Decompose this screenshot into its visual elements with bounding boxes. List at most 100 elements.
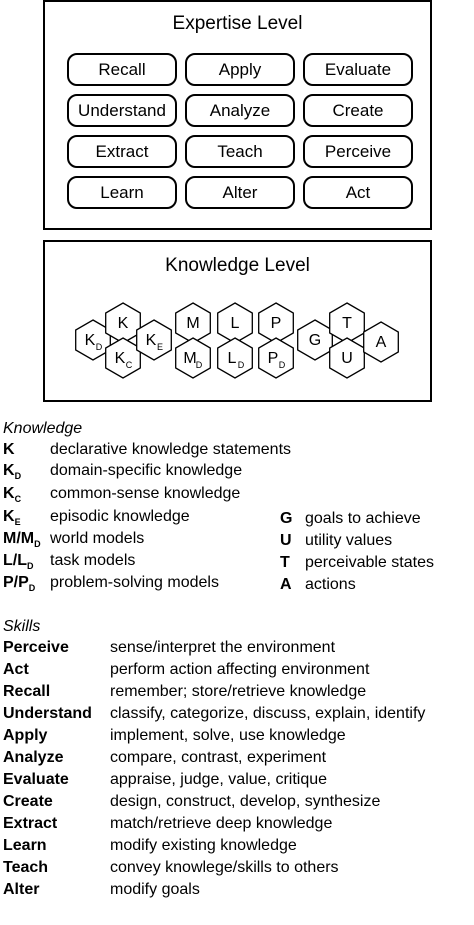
skill-description: sense/interpret the environment xyxy=(110,639,336,656)
skill-name: Teach xyxy=(3,859,49,876)
skill-act: Act xyxy=(303,176,413,209)
skill-description: perform action affecting environment xyxy=(110,661,370,678)
skill-name: Learn xyxy=(3,837,47,854)
knowledge-legend-heading: Knowledge xyxy=(3,420,83,437)
hex-label: P xyxy=(271,315,282,332)
hex-shape xyxy=(175,337,211,379)
legend-symbol: G xyxy=(280,510,293,527)
skill-name: Create xyxy=(3,793,53,810)
skill-description: match/retrieve deep knowledge xyxy=(110,815,333,832)
expertise-level-panel: Expertise Level Recall Apply Evaluate Un… xyxy=(43,0,432,230)
hex-a: A xyxy=(363,321,399,363)
skill-description: implement, solve, use knowledge xyxy=(110,727,346,744)
skill-learn: Learn xyxy=(67,176,177,209)
legend-description: domain-specific knowledge xyxy=(50,462,243,479)
hex-shape xyxy=(258,337,294,379)
legend-symbol: A xyxy=(280,576,292,593)
legend-symbol: KE xyxy=(3,508,21,527)
hex-label: A xyxy=(376,334,387,351)
knowledge-level-title: Knowledge Level xyxy=(165,255,310,276)
legend-description: task models xyxy=(50,552,136,569)
skill-name: Evaluate xyxy=(3,771,69,788)
skill-evaluate: Evaluate xyxy=(303,53,413,86)
hex-label: M xyxy=(183,350,196,367)
hex-label: K xyxy=(115,350,126,367)
skill-analyze: Analyze xyxy=(185,94,295,127)
skill-description: compare, contrast, experiment xyxy=(110,749,327,766)
skill-perceive: Perceive xyxy=(303,135,413,168)
hex-subscript: E xyxy=(157,342,163,352)
legend-description: world models xyxy=(50,530,145,547)
hex-label: L xyxy=(231,315,240,332)
legend-description: actions xyxy=(305,576,356,593)
skill-description: convey knowlege/skills to others xyxy=(110,859,339,876)
hex-label: M xyxy=(186,315,199,332)
hex-u: U xyxy=(329,337,365,379)
expertise-level-title: Expertise Level xyxy=(172,13,303,34)
skill-name: Alter xyxy=(3,881,40,898)
skill-create: Create xyxy=(303,94,413,127)
hex-label: P xyxy=(268,350,279,367)
skill-name: Analyze xyxy=(3,749,64,766)
skill-teach: Teach xyxy=(185,135,295,168)
skill-name: Act xyxy=(3,661,29,678)
legend-description: goals to achieve xyxy=(305,510,421,527)
hex-t: T xyxy=(329,302,365,344)
skill-name: Perceive xyxy=(3,639,69,656)
hex-m: M xyxy=(175,302,211,344)
legend-symbol: KD xyxy=(3,462,22,481)
skill-description: classify, categorize, discuss, explain, … xyxy=(110,705,426,722)
hex-label: K xyxy=(118,315,129,332)
hex-label: G xyxy=(309,332,321,349)
legend-symbol: P/PD xyxy=(3,574,36,593)
hex-shape xyxy=(363,321,399,363)
hex-subscript: D xyxy=(279,360,286,370)
hex-l: L xyxy=(217,302,253,344)
skill-understand: Understand xyxy=(67,94,177,127)
skill-name: Apply xyxy=(3,727,48,744)
skill-grid: Recall Apply Evaluate Understand Analyze… xyxy=(67,53,413,209)
legend-symbol: L/LD xyxy=(3,552,34,571)
hex-p: P xyxy=(258,302,294,344)
legend-symbol: K xyxy=(3,441,15,458)
skill-description: modify goals xyxy=(110,881,200,898)
hex-subscript: D xyxy=(238,360,245,370)
skill-description: design, construct, develop, synthesize xyxy=(110,793,381,810)
hex-shape xyxy=(217,337,253,379)
skill-name: Extract xyxy=(3,815,58,832)
skill-extract: Extract xyxy=(67,135,177,168)
hex-shape xyxy=(136,319,172,361)
skill-name: Recall xyxy=(3,683,51,700)
skill-description: remember; store/retrieve knowledge xyxy=(110,683,367,700)
skill-apply: Apply xyxy=(185,53,295,86)
legend-symbol: KC xyxy=(3,485,22,504)
legend-symbol: M/MD xyxy=(3,530,41,549)
skill-description: appraise, judge, value, critique xyxy=(110,771,328,788)
legend-description: problem-solving models xyxy=(50,574,219,591)
hex-label: K xyxy=(85,332,96,349)
hex-subscript: D xyxy=(96,342,103,352)
skills-legend-heading: Skills xyxy=(3,618,41,635)
skill-alter: Alter xyxy=(185,176,295,209)
legend-symbol: T xyxy=(280,554,290,571)
legend-description: common-sense knowledge xyxy=(50,485,241,502)
legend-description: declarative knowledge statements xyxy=(50,441,292,458)
hex-label: K xyxy=(146,332,157,349)
hex-g: G xyxy=(297,319,333,361)
hex-subscript: C xyxy=(126,360,133,370)
hex-subscript: D xyxy=(196,360,203,370)
hex-label: L xyxy=(228,350,237,367)
skill-description: modify existing knowledge xyxy=(110,837,297,854)
legend-description: perceivable states xyxy=(305,554,434,571)
legend-description: episodic knowledge xyxy=(50,508,190,525)
hex-label: T xyxy=(342,315,352,332)
legend-symbol: U xyxy=(280,532,292,549)
skill-recall: Recall xyxy=(67,53,177,86)
